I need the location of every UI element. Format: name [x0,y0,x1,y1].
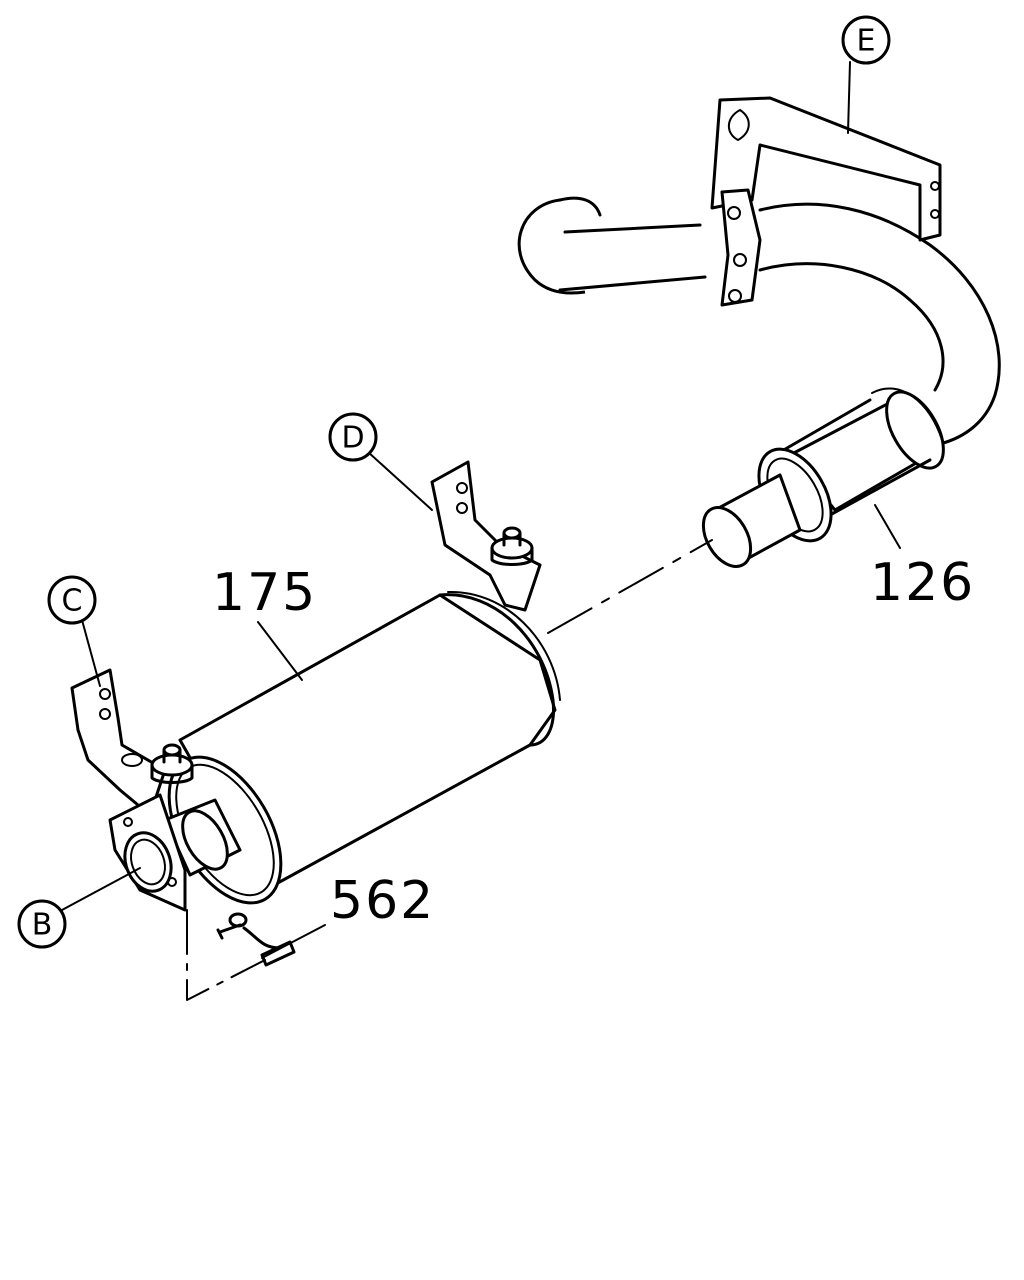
part-number-562: 562 [330,871,435,931]
callout-d-label: D [341,421,364,456]
hanger-bracket-d [430,460,542,612]
center-lines [186,539,713,1001]
hanger-bracket-c [70,668,194,817]
callout-c-label: C [62,584,83,619]
callout-d-circle [328,412,378,462]
callout-e: E [841,15,891,65]
part-number-126: 126 [870,553,975,613]
inlet-flange-b [108,793,187,912]
part-number-175: 175 [212,563,317,623]
callout-b-label: B [32,908,53,943]
callout-d: D [328,412,378,462]
hanger-bracket-e [710,96,942,307]
callout-b-circle [17,899,67,949]
callout-e-label: E [857,24,876,59]
callout-c: C [47,575,97,625]
leader-lines [61,61,901,959]
callout-b: B [17,899,67,949]
tail-pipe-assembly [517,196,1001,568]
sensor-harness-562 [216,912,296,967]
callout-c-circle [47,575,97,625]
callout-e-circle [841,15,891,65]
